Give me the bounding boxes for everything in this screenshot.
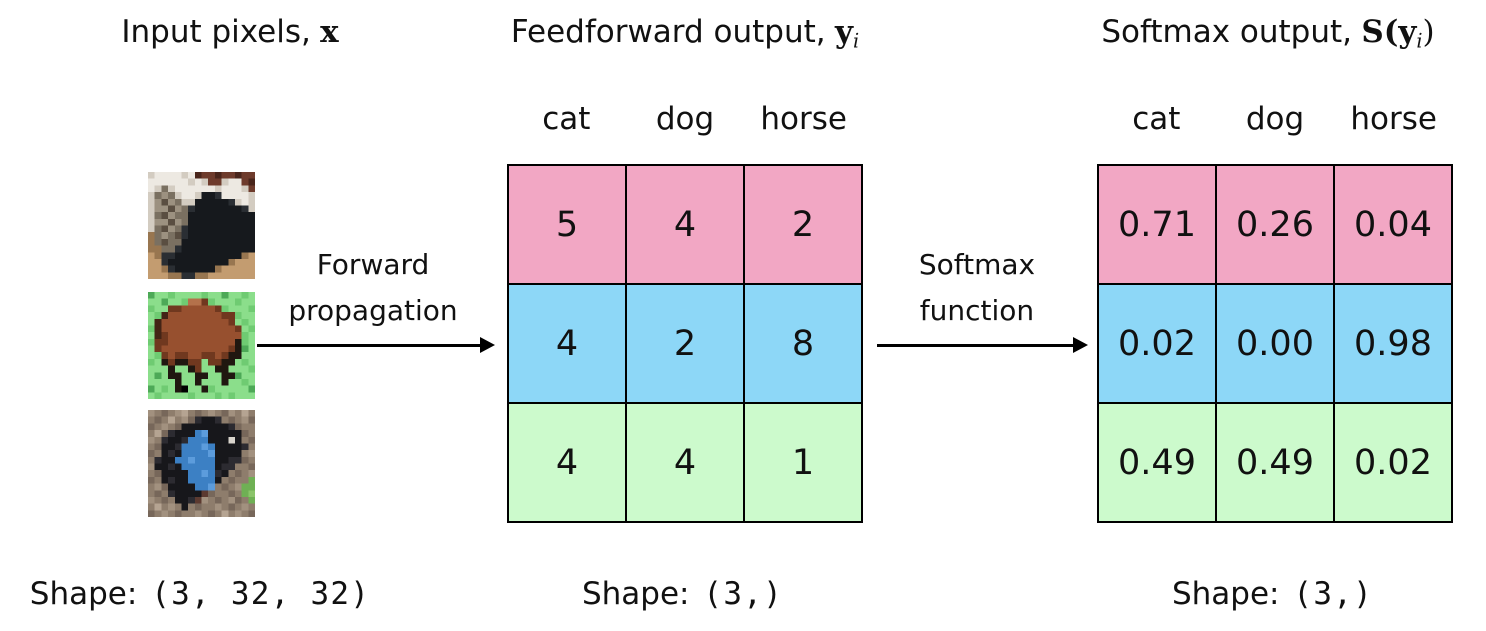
table-cell: 0.26 [1216,165,1334,284]
arrow-shaft [877,343,1073,347]
feedforward-title: Feedforward output,yi [465,14,905,52]
shape-tuple: (3,) [1293,576,1374,612]
shape-tuple: (3, 32, 32) [151,576,371,612]
column-header-dog: dog [1245,101,1305,137]
cat-input-image [148,172,255,279]
table-cell: 4 [508,284,626,403]
table-cell: 4 [508,403,626,522]
column-header-cat: cat [542,101,591,137]
table-cell: 0.02 [1334,403,1452,522]
math-symbol-y: y [834,14,853,50]
table-cell: 4 [626,403,744,522]
softmax-shape-label: Shape: (3,) [1080,576,1465,612]
math-subscript-i: i [1416,29,1423,53]
arrow-head-icon [480,337,495,353]
table-cell: 0.04 [1334,165,1452,284]
shape-tuple: (3,) [703,576,784,612]
softmax-function-label: Softmax function [877,242,1077,334]
math-symbol-close-paren: ) [1422,14,1435,50]
column-header-horse: horse [1350,101,1437,137]
math-symbol-s-open: S( [1361,14,1399,50]
table-cell: 2 [744,165,862,284]
feedforward-column-headers: cat dog horse [507,101,863,137]
feedforward-shape-label: Shape: (3,) [490,576,875,612]
dog-input-image [148,410,255,517]
table-cell: 8 [744,284,862,403]
table-cell: 5 [508,165,626,284]
softmax-label-line1: Softmax [918,248,1036,281]
column-header-cat: cat [1132,101,1181,137]
softmax-column-headers: cat dog horse [1097,101,1453,137]
table-cell: 0.00 [1216,284,1334,403]
table-cell: 0.02 [1098,284,1216,403]
math-symbol-x: x [320,14,339,50]
table-cell: 1 [744,403,862,522]
shape-word: Shape: [29,576,138,612]
softmax-label-line2: function [919,294,1035,328]
arrow-head-icon [1073,337,1088,353]
column-header-horse: horse [760,101,847,137]
softmax-title: Softmax output,S(yi) [1048,14,1486,52]
forward-label-line1: Forward [316,248,430,281]
table-cell: 0.98 [1334,284,1452,403]
horse-input-image [148,292,255,399]
forward-label-line2: propagation [288,294,458,328]
input-shape-label: Shape: (3, 32, 32) [0,576,400,612]
softmax-title-text: Softmax output, [1101,14,1353,50]
shape-word: Shape: [1171,576,1280,612]
forward-propagation-arrow [257,337,495,353]
softmax-function-arrow [877,337,1088,353]
softmax-table: 0.71 0.26 0.04 0.02 0.00 0.98 0.49 0.49 … [1097,164,1453,523]
feedforward-title-text: Feedforward output, [510,14,826,50]
input-title: Input pixels,x [40,14,420,50]
arrow-shaft [257,343,480,347]
column-header-dog: dog [655,101,715,137]
forward-propagation-label: Forward propagation [262,242,484,334]
shape-word: Shape: [581,576,690,612]
table-cell: 0.49 [1216,403,1334,522]
math-symbol-y: y [1398,14,1417,50]
table-cell: 2 [626,284,744,403]
table-cell: 4 [626,165,744,284]
table-cell: 0.71 [1098,165,1216,284]
math-subscript-i: i [852,29,860,53]
feedforward-table: 5 4 2 4 2 8 4 4 1 [507,164,863,523]
input-title-text: Input pixels, [121,14,311,50]
table-cell: 0.49 [1098,403,1216,522]
